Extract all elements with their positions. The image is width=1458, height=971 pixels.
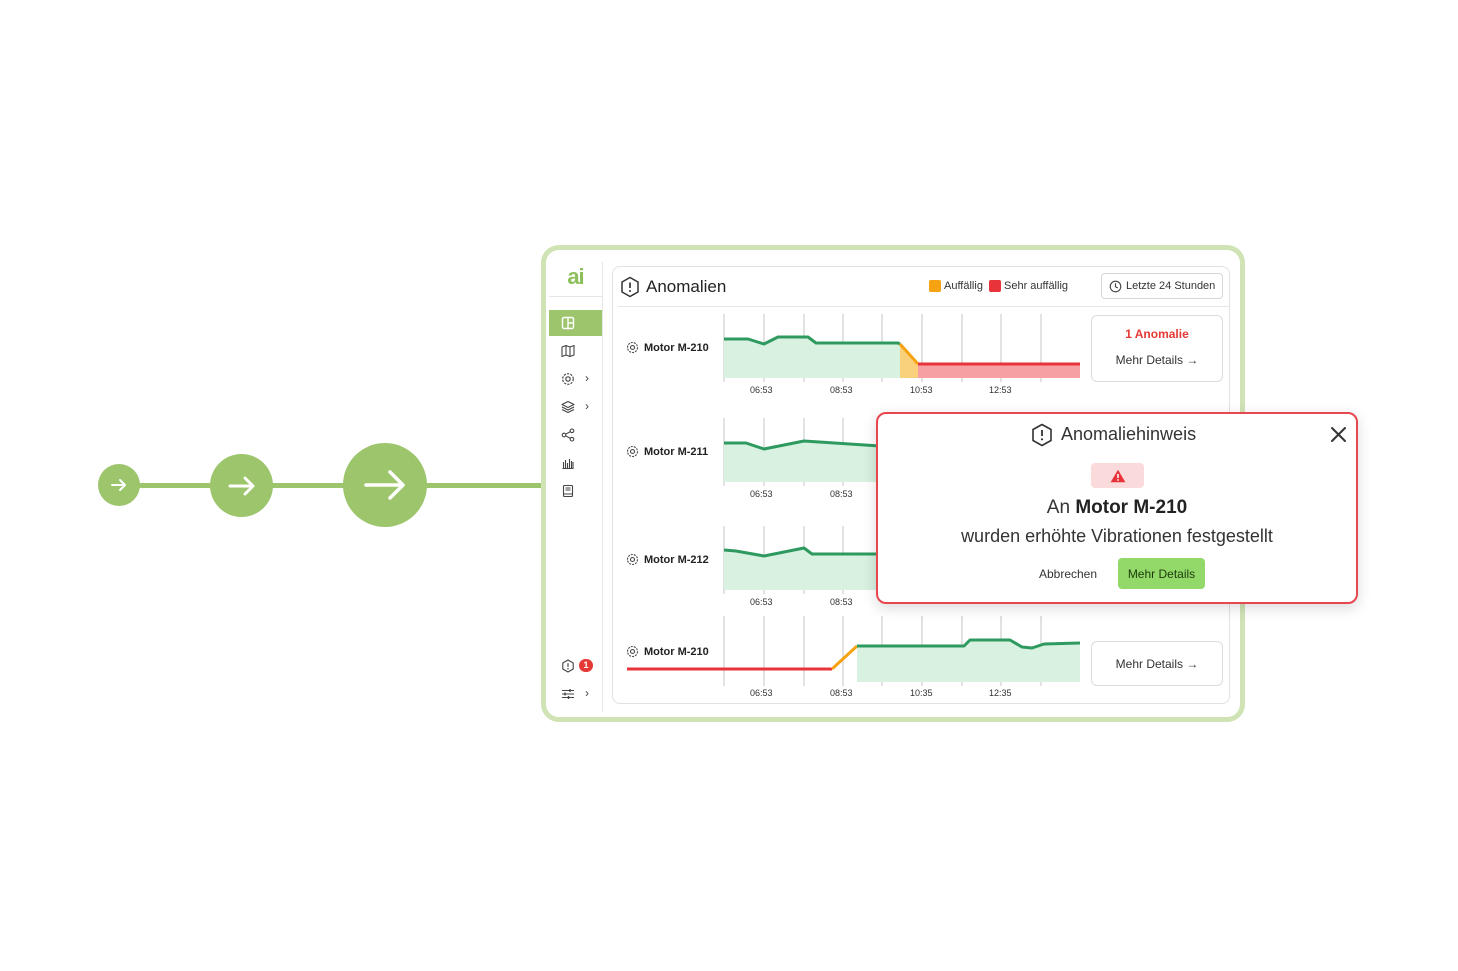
time-tick: 12:35 (989, 688, 1012, 698)
clock-icon (1109, 280, 1122, 292)
legend-swatch-critical (989, 280, 1001, 292)
panel-title: Anomalien (646, 277, 727, 296)
dialog-message-line1: An Motor M-210 (1046, 497, 1188, 518)
time-tick: 10:35 (910, 688, 933, 698)
vibration-chart (723, 418, 880, 486)
sidebar: ai › › (549, 262, 603, 712)
sidebar-item-dashboard[interactable] (549, 310, 602, 336)
map-icon (561, 344, 575, 358)
anomaly-alert-dialog (876, 412, 1358, 604)
time-range-label: Letzte 24 Stunden (1126, 280, 1216, 292)
time-tick: 08:53 (830, 385, 853, 395)
alert-hex-icon (621, 276, 639, 298)
machine-label: Motor M-211 (626, 445, 708, 458)
anomaly-summary-card[interactable]: 1 Anomalie Mehr Details → (1091, 315, 1223, 382)
close-icon[interactable] (1330, 426, 1347, 443)
gear-icon (626, 445, 639, 458)
arrow-right-icon (364, 470, 405, 500)
dialog-message-line2: wurden erhöhte Vibrationen festgestellt (961, 526, 1273, 546)
sidebar-item-map[interactable] (549, 338, 602, 364)
gear-icon (626, 341, 639, 354)
share-icon (561, 428, 575, 442)
cancel-button[interactable]: Abbrechen (1038, 567, 1098, 581)
sidebar-item-analytics[interactable] (549, 450, 602, 476)
sidebar-item-settings[interactable]: › (549, 366, 602, 392)
time-tick: 08:53 (830, 688, 853, 698)
warning-badge (1091, 463, 1144, 488)
more-details-link[interactable]: Mehr Details → (1115, 353, 1199, 367)
machine-label: Motor M-210 (626, 341, 709, 354)
flow-arrow-large (343, 443, 427, 527)
vibration-chart (627, 616, 1081, 686)
legend-label-critical: Sehr auffällig (1004, 280, 1069, 292)
machine-label: Motor M-210 (626, 645, 709, 658)
anomaly-count: 1 Anomalie (1125, 327, 1189, 341)
gear-icon (626, 645, 639, 658)
flow-arrow-medium (210, 454, 273, 517)
warning-triangle-icon (1110, 469, 1125, 482)
more-details-link[interactable]: Mehr Details → (1115, 657, 1199, 671)
time-tick: 06:53 (750, 385, 773, 395)
arrow-right-icon (228, 476, 254, 495)
vibration-chart (723, 526, 880, 594)
chevron-right-icon: › (585, 686, 589, 700)
divider (618, 306, 1230, 307)
machine-label: Motor M-212 (626, 553, 709, 566)
gear-icon (626, 553, 639, 566)
sidebar-item-layers[interactable]: › (549, 394, 602, 420)
layers-icon (561, 400, 575, 414)
time-tick: 10:53 (910, 385, 933, 395)
gear-icon (561, 372, 575, 386)
details-card[interactable]: Mehr Details → (1091, 641, 1223, 686)
alert-count-badge: 1 (579, 659, 593, 672)
alert-hex-icon (1032, 423, 1052, 447)
divider (549, 296, 602, 297)
legend-label-warning: Auffällig (944, 280, 983, 292)
sliders-icon (561, 687, 575, 701)
app-logo: ai (567, 264, 584, 289)
chevron-right-icon: › (585, 399, 589, 413)
chevron-right-icon: › (585, 371, 589, 385)
sidebar-item-share[interactable] (549, 422, 602, 448)
sidebar-item-docs[interactable] (549, 478, 602, 504)
time-tick: 06:53 (750, 597, 773, 607)
arrow-right-icon (111, 479, 126, 491)
bar-chart-icon (561, 456, 575, 470)
sidebar-item-preferences[interactable]: › (549, 681, 602, 707)
dashboard-icon (561, 316, 575, 330)
time-tick: 06:53 (750, 489, 773, 499)
alert-hex-icon (561, 659, 575, 673)
flow-arrow-small (98, 464, 140, 506)
book-icon (561, 484, 575, 498)
time-range-button[interactable]: Letzte 24 Stunden (1101, 273, 1223, 299)
dialog-title: Anomaliehinweis (1061, 424, 1197, 444)
time-tick: 06:53 (750, 688, 773, 698)
flow-connector-line (118, 483, 548, 488)
more-details-button[interactable]: Mehr Details (1118, 558, 1205, 589)
legend-swatch-warning (929, 280, 941, 292)
vibration-chart (723, 314, 1080, 382)
machine-name: Motor M-210 (1075, 497, 1188, 518)
time-tick: 08:53 (830, 489, 853, 499)
time-tick: 12:53 (989, 385, 1012, 395)
time-tick: 08:53 (830, 597, 853, 607)
sidebar-item-alerts[interactable]: 1 (549, 653, 602, 679)
